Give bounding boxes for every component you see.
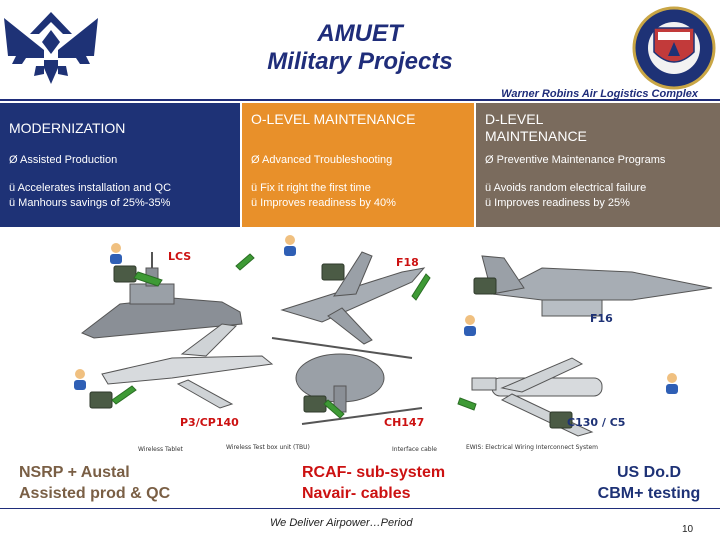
tablet-icon — [89, 391, 113, 409]
column-heading: MODERNIZATION — [9, 120, 126, 136]
wireless-link-icon — [457, 397, 477, 411]
column-heading: D-LEVEL MAINTENANCE — [485, 111, 587, 144]
label-ch147: CH147 — [384, 416, 425, 429]
wireless-link-icon — [323, 399, 345, 419]
wireless-link-icon — [133, 271, 163, 287]
tablet-icon — [303, 395, 327, 413]
footer-tagline: We Deliver Airpower…Period — [270, 517, 413, 529]
wireless-link-icon — [111, 385, 137, 405]
label-p3: P3/CP140 — [180, 416, 239, 429]
label-f18: F18 — [396, 256, 419, 269]
f18-jet-image — [280, 251, 426, 345]
subtitle: Warner Robins Air Logistics Complex — [501, 88, 698, 100]
user-icon — [464, 315, 476, 336]
wireless-link-icon — [411, 273, 431, 301]
user-icon — [110, 243, 122, 264]
title: AMUET Military Projects — [267, 20, 453, 75]
column-o-level: O-LEVEL MAINTENANCE Ø Advanced Troublesh… — [242, 103, 474, 227]
user-icon — [666, 373, 678, 394]
user-icon — [74, 369, 86, 390]
user-icon — [284, 235, 296, 256]
column-line: Ø Preventive Maintenance Programs — [485, 154, 666, 166]
column-line: Ø Assisted Production — [9, 154, 118, 166]
lcs-ship-image — [81, 252, 243, 339]
legend-ewis: EWIS: Electrical Wiring Interconnect Sys… — [466, 444, 598, 451]
legend-wireless-tablet: Wireless Tablet — [138, 446, 183, 453]
column-modernization: MODERNIZATION Ø Assisted Production ü Ac… — [0, 103, 240, 227]
wireless-link-icon — [235, 253, 255, 271]
p3-aircraft-image — [101, 323, 274, 409]
footer-divider — [0, 508, 720, 509]
label-c130: C130 / C5 — [567, 416, 626, 429]
tablet-icon — [473, 277, 497, 295]
label-f16: F16 — [590, 312, 613, 325]
page-number: 10 — [682, 524, 694, 535]
column-line: Ø Advanced Troubleshooting — [251, 154, 393, 166]
air-force-logo — [0, 4, 102, 90]
platform-diagram — [72, 228, 720, 450]
legend-interface-cable: Interface cable — [392, 446, 437, 453]
f16-jet-image — [481, 255, 713, 317]
tablet-icon — [549, 411, 573, 429]
tablet-icon — [113, 265, 137, 283]
ch147-helicopter-image — [271, 337, 423, 425]
label-lcs: LCS — [168, 250, 192, 263]
header-divider — [0, 99, 720, 101]
column-heading: O-LEVEL MAINTENANCE — [251, 111, 416, 127]
legend-wireless-tbu: Wireless Test box unit (TBU) — [226, 444, 310, 451]
warner-robins-emblem — [628, 0, 720, 92]
tablet-icon — [321, 263, 345, 281]
column-d-level: D-LEVEL MAINTENANCE Ø Preventive Mainten… — [476, 103, 720, 227]
